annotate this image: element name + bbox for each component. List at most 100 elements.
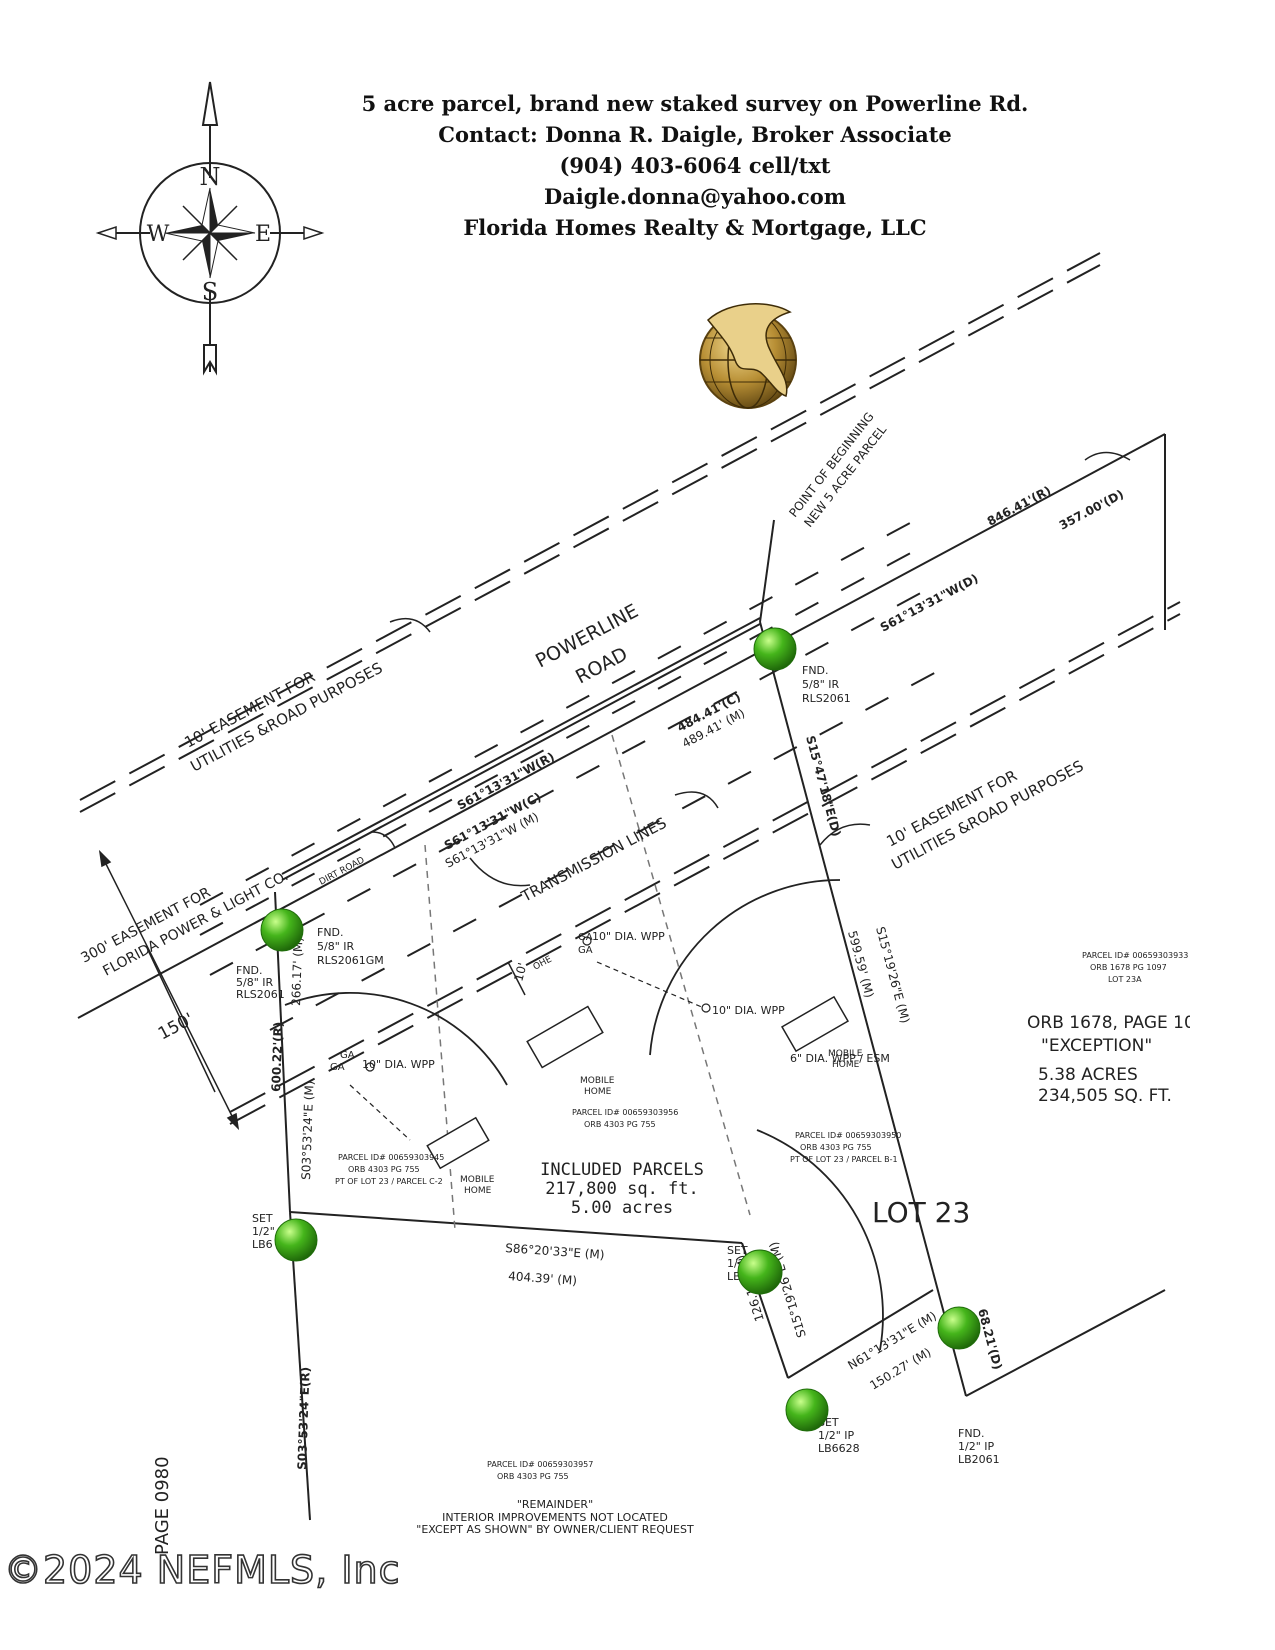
ga-1: GA (578, 932, 593, 943)
bearing-west-m: 266.17' (M) (289, 937, 305, 1006)
parcel-1-l2: ORB 4303 PG 755 (584, 1120, 656, 1129)
bearing-ne-b: N61°13'31"E (M) (845, 1309, 939, 1373)
parcel-2-l3: PT OF LOT 23 / PARCEL C-2 (335, 1177, 443, 1186)
marker-sw[interactable] (274, 1218, 318, 1262)
mon-pob-l1: FND. (802, 664, 829, 677)
mon-nw2-l3: RLS2061 (236, 988, 285, 1001)
header-phone: (904) 403-6064 cell/txt (559, 153, 831, 178)
globe-logo-icon (699, 303, 797, 409)
bearing-remainder: S03°53'24"E(R) (295, 1367, 313, 1471)
parcel-1-l1: PARCEL ID# 00659303956 (572, 1108, 678, 1117)
remainder-l2: INTERIOR IMPROVEMENTS NOT LOCATED (442, 1511, 668, 1524)
ten-foot-label: 10' (511, 961, 529, 983)
included-l1: INCLUDED PARCELS (540, 1160, 704, 1180)
ohe-label: OHE (532, 954, 554, 972)
compass-e: E (255, 222, 271, 247)
mobile-home-2-l1: MOBILE (828, 1049, 863, 1059)
exception-l1: ORB 1678, PAGE 10 (1027, 1013, 1195, 1033)
mobile-homes (426, 995, 850, 1170)
marker-pob[interactable] (753, 627, 797, 671)
parcel-5-l2: ORB 4303 PG 755 (497, 1472, 569, 1481)
parcel-5-l1: PARCEL ID# 00659303957 (487, 1460, 593, 1469)
exception-l3: 5.38 ACRES (1038, 1065, 1138, 1085)
mon-e-l3: LB2061 (958, 1453, 1000, 1466)
easement-dimension-arrows (98, 451, 1131, 1131)
header-company: Florida Homes Realty & Mortgage, LLC (463, 215, 927, 240)
bearing-top-d: 357.00'(D) (1057, 487, 1126, 533)
mobile-home-1-l1: MOBILE (580, 1076, 615, 1086)
exception-l4: 234,505 SQ. FT. (1038, 1086, 1172, 1106)
bearing-west-b: S03°53'24"E (M) (299, 1080, 316, 1180)
mobile-home-3-l1: MOBILE (460, 1175, 495, 1185)
remainder-l1: "REMAINDER" (517, 1498, 593, 1511)
compass-n: N (200, 163, 221, 191)
compass-w: W (147, 222, 170, 247)
mobile-home-1-l2: HOME (584, 1087, 612, 1097)
mon-pob-l3: RLS2061 (802, 692, 851, 705)
mon-nw-l2: 5/8" IR (317, 940, 355, 953)
bearing-east-m: S15°19'26"E (M) (873, 925, 912, 1025)
parcel-2-l2: ORB 4303 PG 755 (348, 1165, 420, 1174)
ga-4: GA (330, 1062, 345, 1073)
parcel-4-l2: ORB 1678 PG 1097 (1090, 963, 1167, 972)
parcel-4-l3: LOT 23A (1108, 975, 1142, 984)
wpp-1: 10" DIA. WPP (592, 930, 665, 943)
ga-3: GA (340, 1050, 355, 1061)
mon-nw-l1: FND. (317, 926, 344, 939)
utility-poles (349, 936, 711, 1141)
included-l3: 5.00 acres (571, 1198, 673, 1218)
mon-nw2-l2: 5/8" IR (236, 976, 274, 989)
bearing-lot-side: 68.21'(D) (975, 1307, 1005, 1371)
parcel-4-l1: PARCEL ID# 00659303933 (1082, 951, 1188, 960)
compass-rose-icon: N S W E (95, 81, 325, 376)
mon-sw-l3: LB6 (252, 1238, 273, 1251)
mobile-home-2-l2: HOME (832, 1060, 860, 1070)
parcel-3-l2: ORB 4303 PG 755 (800, 1143, 872, 1152)
mon-s-l1: SET (727, 1244, 748, 1257)
mon-se-l3: LB6628 (818, 1442, 860, 1455)
ga-2: GA (578, 945, 593, 956)
marker-s[interactable] (737, 1249, 783, 1295)
mon-nw2-l1: FND. (236, 964, 263, 977)
mon-sw-l1: SET (252, 1212, 273, 1225)
mon-e-l2: 1/2" IP (958, 1440, 995, 1453)
mon-nw-l3: RLS2061GM (317, 954, 384, 967)
bearing-south-b: S86°20'33"E (M) (505, 1241, 605, 1262)
wpp-3: 10" DIA. WPP (362, 1058, 435, 1071)
exception-l2: "EXCEPTION" (1041, 1036, 1152, 1056)
parcel-division-lines (424, 734, 751, 1231)
marker-nw[interactable] (260, 908, 304, 952)
marker-e[interactable] (937, 1306, 981, 1350)
mon-e-l1: FND. (958, 1427, 985, 1440)
bearing-west-r: 600.22'(R) (269, 1021, 285, 1092)
mon-sw-l2: 1/2" (252, 1225, 275, 1238)
parcel-3-l1: PARCEL ID# 00659303950 (795, 1131, 901, 1140)
parcel-2-l1: PARCEL ID# 00659303945 (338, 1153, 444, 1162)
nefmls-watermark: ©2024 NEFMLS, Inc (3, 1547, 401, 1593)
page-ref: PAGE 0980 (152, 1456, 173, 1555)
bearing-south-len: 404.39' (M) (508, 1269, 578, 1288)
remainder-l3: "EXCEPT AS SHOWN" BY OWNER/CLIENT REQUES… (416, 1523, 694, 1536)
road-easement-lines (79, 252, 1181, 1125)
marker-se[interactable] (785, 1388, 829, 1432)
transmission-label: TRANSMISSION LINES (518, 814, 670, 906)
lot-23-label: LOT 23 (872, 1196, 970, 1229)
survey-arcs (284, 879, 884, 1351)
compass-s: S (202, 278, 218, 306)
corner-markers (260, 627, 981, 1432)
mon-pob-l2: 5/8" IR (802, 678, 840, 691)
mobile-home-3-l2: HOME (464, 1186, 492, 1196)
parcel-3-l3: PT OF LOT 23 / PARCEL B-1 (790, 1155, 898, 1164)
header-line-1: 5 acre parcel, brand new staked survey o… (361, 91, 1029, 116)
bearing-top-r: 846.41'(R) (985, 483, 1054, 528)
transmission-lines (199, 522, 941, 1031)
header-contact: Contact: Donna R. Daigle, Broker Associa… (438, 122, 952, 147)
header-email: Daigle.donna@yahoo.com (543, 184, 846, 209)
dirt-road-label: DIRT ROAD (318, 855, 367, 887)
mon-se-l2: 1/2" IP (818, 1429, 855, 1442)
wpp-2: 10" DIA. WPP (712, 1004, 785, 1017)
included-l2: 217,800 sq. ft. (545, 1179, 699, 1199)
wpp-4: 6" DIA. WPP / ESM (790, 1052, 890, 1065)
bearing-east-len: 599.59' (M) (845, 929, 876, 999)
